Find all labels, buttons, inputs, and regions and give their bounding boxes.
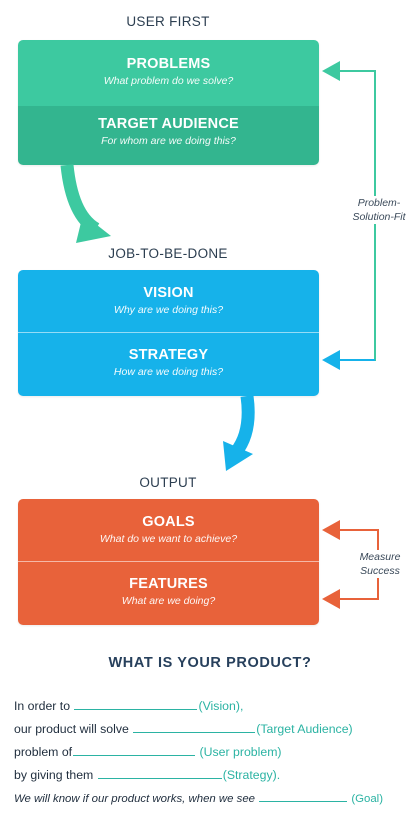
curved-arrow-green (60, 164, 100, 235)
user-problem-blank[interactable] (73, 745, 196, 756)
line-text: In order to (14, 699, 71, 713)
curved-arrow-blue-head (223, 441, 253, 471)
divider (18, 332, 319, 333)
note-line: Solution-Fit (352, 211, 406, 223)
target-audience-blank[interactable] (133, 722, 256, 733)
features-box: FEATURES What are we doing? (18, 562, 319, 625)
feedback-arrow-head-green (322, 61, 340, 81)
problems-title: PROBLEMS (126, 56, 211, 72)
goals-title: GOALS (142, 514, 195, 530)
note-line: Problem- (357, 197, 401, 209)
vision-box: VISION Why are we doing this? (18, 270, 319, 332)
output-group: GOALS What do we want to achieve? FEATUR… (18, 499, 319, 625)
line-text: We will know if our product works, when … (14, 793, 255, 805)
measure-arrow-head-top (322, 520, 340, 540)
features-subtitle: What are we doing? (121, 595, 216, 607)
target-audience-title: TARGET AUDIENCE (98, 116, 239, 132)
vision-blank[interactable] (74, 699, 198, 710)
vision-title: VISION (143, 285, 194, 301)
strategy-blank[interactable] (97, 768, 222, 779)
problems-subtitle: What problem do we solve? (103, 75, 234, 87)
line-hint: (Target Audience) (256, 722, 353, 736)
vision-subtitle: Why are we doing this? (113, 304, 224, 316)
template-line-target-audience: our product will solve (Target Audience) (14, 722, 353, 736)
target-audience-box: TARGET AUDIENCE For whom are we doing th… (18, 106, 319, 165)
line-hint: (Goal) (351, 793, 383, 805)
template-line-strategy: by giving them (Strategy). (14, 768, 280, 782)
product-heading: WHAT IS YOUR PRODUCT? (108, 655, 312, 671)
strategy-title: STRATEGY (128, 347, 209, 363)
section-label-user-first: USER FIRST (126, 14, 210, 29)
template-line-goal: We will know if our product works, when … (14, 791, 383, 805)
problems-box: PROBLEMS What problem do we solve? (18, 40, 319, 106)
user-first-group: PROBLEMS What problem do we solve? TARGE… (18, 40, 319, 165)
target-audience-subtitle: For whom are we doing this? (101, 135, 236, 147)
section-label-job-to-be-done: JOB-TO-BE-DONE (108, 246, 228, 261)
section-label-output: OUTPUT (139, 475, 197, 490)
note-line: Success (360, 565, 400, 577)
template-line-user-problem: problem of (User problem) (14, 745, 282, 759)
line-text: problem of (14, 745, 73, 759)
strategy-box: STRATEGY How are we doing this? (18, 333, 319, 396)
note-line: Measure (359, 551, 401, 563)
features-title: FEATURES (129, 576, 208, 592)
line-hint: (Vision), (198, 699, 244, 713)
flow-arrows (60, 61, 379, 609)
strategy-subtitle: How are we doing this? (113, 366, 224, 378)
job-to-be-done-group: VISION Why are we doing this? STRATEGY H… (18, 270, 319, 396)
problem-solution-fit-note: Problem- Solution-Fit (340, 196, 418, 224)
feedback-arrow-head-blue (322, 350, 340, 370)
curved-arrow-blue (230, 395, 255, 457)
template-line-vision: In order to (Vision), (14, 699, 243, 713)
measure-arrow-head-bottom (322, 589, 340, 609)
line-text: by giving them (14, 768, 94, 782)
goals-subtitle: What do we want to achieve? (99, 533, 238, 545)
line-hint: (Strategy). (222, 768, 281, 782)
measure-success-note: Measure Success (350, 550, 410, 578)
divider (18, 561, 319, 562)
curved-arrow-green-head (76, 214, 111, 243)
goals-box: GOALS What do we want to achieve? (18, 499, 319, 561)
line-text: our product will solve (14, 722, 129, 736)
goal-blank[interactable] (259, 791, 348, 802)
line-hint: (User problem) (199, 745, 282, 759)
